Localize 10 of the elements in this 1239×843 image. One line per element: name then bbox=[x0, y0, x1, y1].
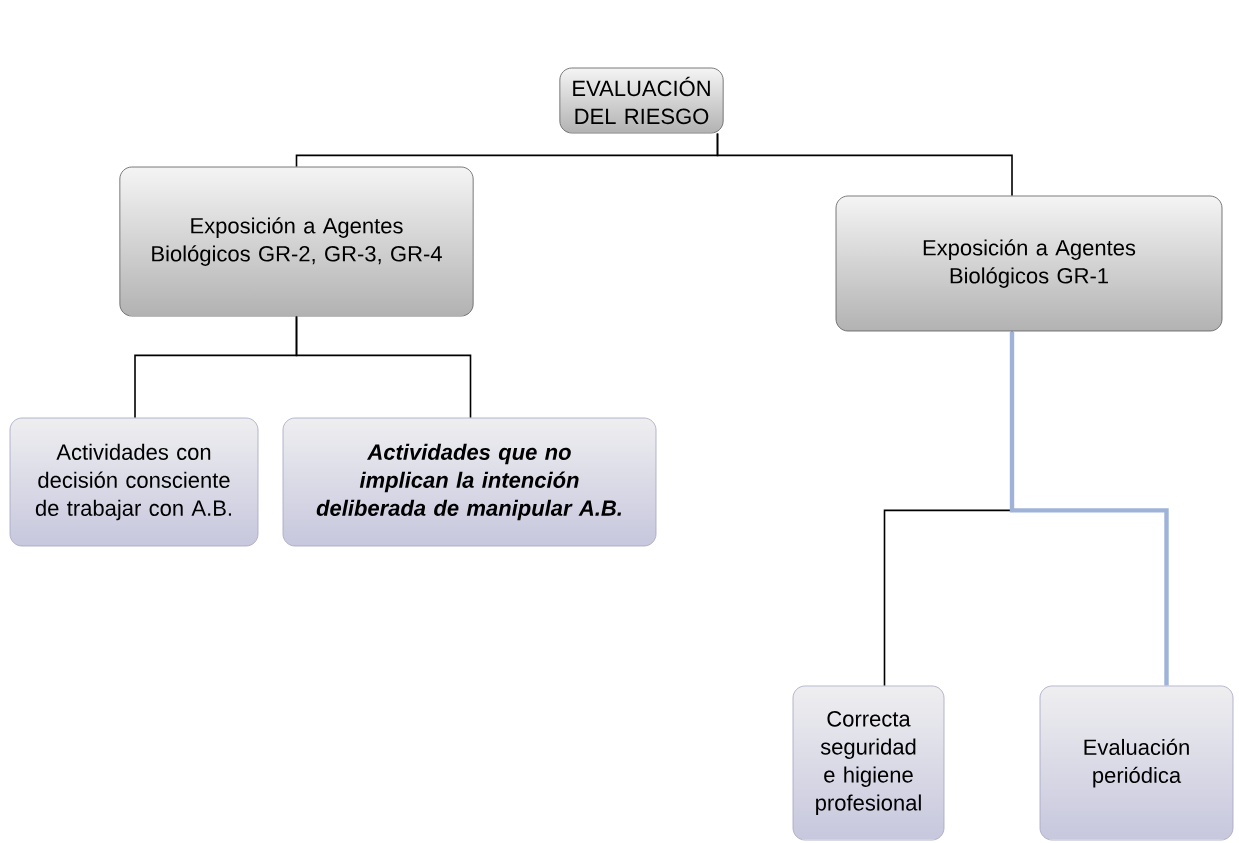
process-box: Exposición a Agentes Biológicos GR-2, GR-3, GR-4 bbox=[119, 166, 474, 317]
process-box: Actividades con decisión consciente de trabajar con A.B. bbox=[9, 417, 259, 547]
connector-line bbox=[716, 132, 1013, 197]
process-box: Exposición a Agentes Biológicos GR-1 bbox=[835, 195, 1223, 332]
connector-line bbox=[1009, 331, 1169, 686]
process-box: EVALUACIÓN DEL RIESGO bbox=[559, 67, 724, 134]
process-box: Actividades que no implican la intención deliberada de manipular A.B. bbox=[282, 417, 657, 547]
process-box: Correcta seguridad e higiene profesional bbox=[792, 685, 945, 841]
process-box: Evaluación periódica bbox=[1039, 685, 1234, 841]
connector-line bbox=[295, 315, 472, 419]
